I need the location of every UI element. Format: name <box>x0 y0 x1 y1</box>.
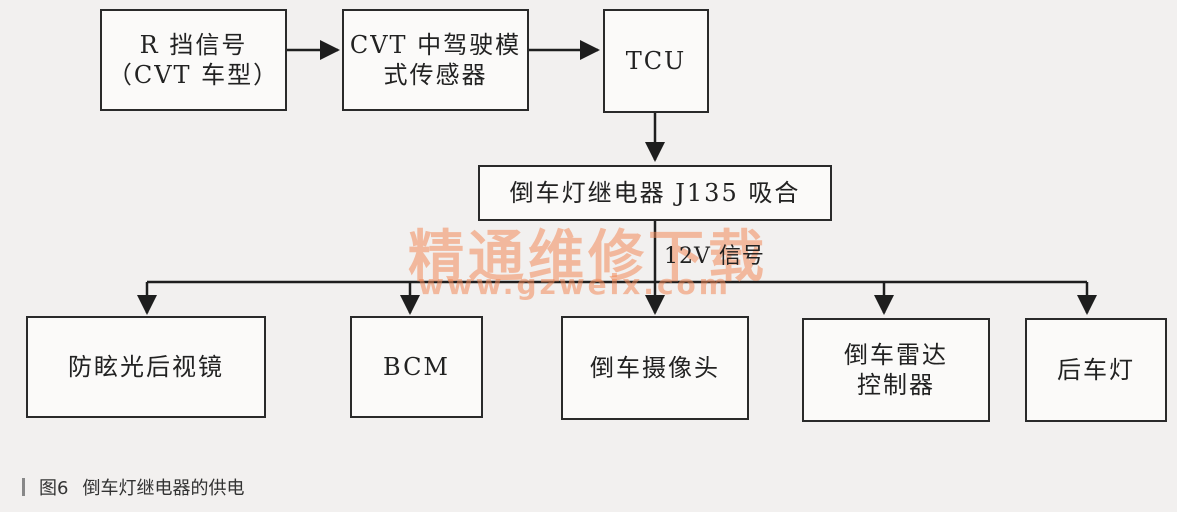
node-rear-lamp-label: 后车灯 <box>1057 356 1135 384</box>
node-cvt-mode-sensor: CVT 中驾驶模 式传感器 <box>342 9 529 111</box>
caption-number: 图6 <box>39 478 69 499</box>
node-rear-lamp: 后车灯 <box>1025 318 1167 422</box>
node-reverse-camera: 倒车摄像头 <box>561 316 749 420</box>
caption-bar <box>22 478 25 496</box>
node-reverse-camera-label: 倒车摄像头 <box>590 354 720 382</box>
node-r-gear-signal-label: R 挡信号 （CVT 车型） <box>107 31 280 89</box>
caption-text: 倒车灯继电器的供电 <box>82 478 245 499</box>
node-cvt-mode-sensor-label: CVT 中驾驶模 式传感器 <box>349 31 522 89</box>
node-bcm-label: BCM <box>382 353 451 381</box>
node-reverse-relay: 倒车灯继电器 J135 吸合 <box>478 165 832 221</box>
watermark-url: www.gzweix.com <box>418 268 731 301</box>
node-tcu: TCU <box>603 9 709 113</box>
node-anti-glare-mirror-label: 防眩光后视镜 <box>68 353 224 381</box>
node-tcu-label: TCU <box>625 47 687 75</box>
node-anti-glare-mirror: 防眩光后视镜 <box>26 316 266 418</box>
node-reverse-radar-controller-label: 倒车雷达 控制器 <box>844 341 948 399</box>
node-reverse-radar-controller: 倒车雷达 控制器 <box>802 318 990 422</box>
watermark-title: 精通维修下载 <box>408 225 768 290</box>
node-bcm: BCM <box>350 316 483 418</box>
figure-caption: 图6 倒车灯继电器的供电 <box>22 474 244 500</box>
node-reverse-relay-label: 倒车灯继电器 J135 吸合 <box>509 179 801 207</box>
edge-label-12v: 12V 信号 <box>664 244 765 269</box>
node-r-gear-signal: R 挡信号 （CVT 车型） <box>100 9 287 111</box>
